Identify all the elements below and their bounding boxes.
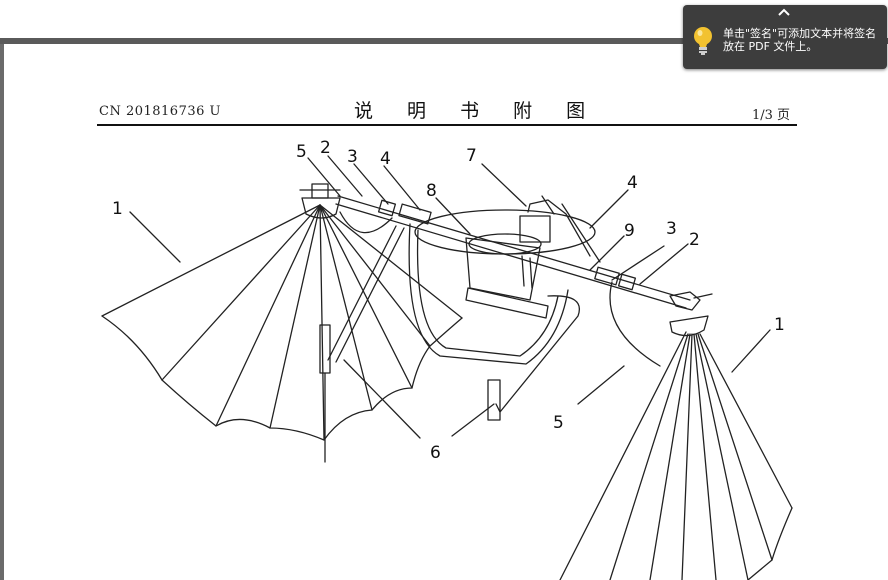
left-umbrella — [101, 183, 463, 463]
viewer-toolbar-strip — [0, 38, 888, 44]
figure-label-2-right: 2 — [689, 230, 700, 250]
tooltip-message: 单击"签名"可添加文本并将签名放在 PDF 文件上。 — [723, 27, 877, 53]
figure-label-1-left: 1 — [112, 199, 123, 219]
right-umbrella — [559, 315, 793, 580]
page-left-edge — [0, 44, 4, 580]
figure-label-5-bottom: 5 — [553, 413, 564, 433]
figure-label-9: 9 — [624, 221, 635, 241]
figure-label-1-right: 1 — [774, 315, 785, 335]
figure-label-4-top: 4 — [380, 149, 391, 169]
patent-number: CN 201816736 U — [99, 104, 221, 119]
figure-label-8: 8 — [426, 181, 437, 201]
figure-label-3-top: 3 — [347, 147, 358, 167]
center-frame — [327, 195, 601, 421]
page-section-title: 说 明 书 附 图 — [354, 100, 600, 122]
left-cable — [339, 211, 393, 234]
figure-label-6: 6 — [430, 443, 441, 463]
pdf-page — [4, 44, 888, 580]
main-arm — [335, 195, 713, 311]
lightbulb-icon — [694, 27, 712, 55]
header-rule — [97, 124, 797, 126]
leader-lines — [129, 155, 771, 439]
right-cable — [609, 281, 661, 367]
figure-label-4-right: 4 — [627, 173, 638, 193]
figure-label-7: 7 — [466, 146, 477, 166]
figure-label-2-top: 2 — [320, 138, 331, 158]
figure-label-3-right: 3 — [666, 219, 677, 239]
page-indicator: 1/3 页 — [752, 108, 791, 123]
figure-label-5-top: 5 — [296, 142, 307, 162]
signature-tip-popup[interactable]: 单击"签名"可添加文本并将签名放在 PDF 文件上。 — [683, 5, 887, 69]
chevron-up-icon[interactable] — [777, 7, 791, 17]
